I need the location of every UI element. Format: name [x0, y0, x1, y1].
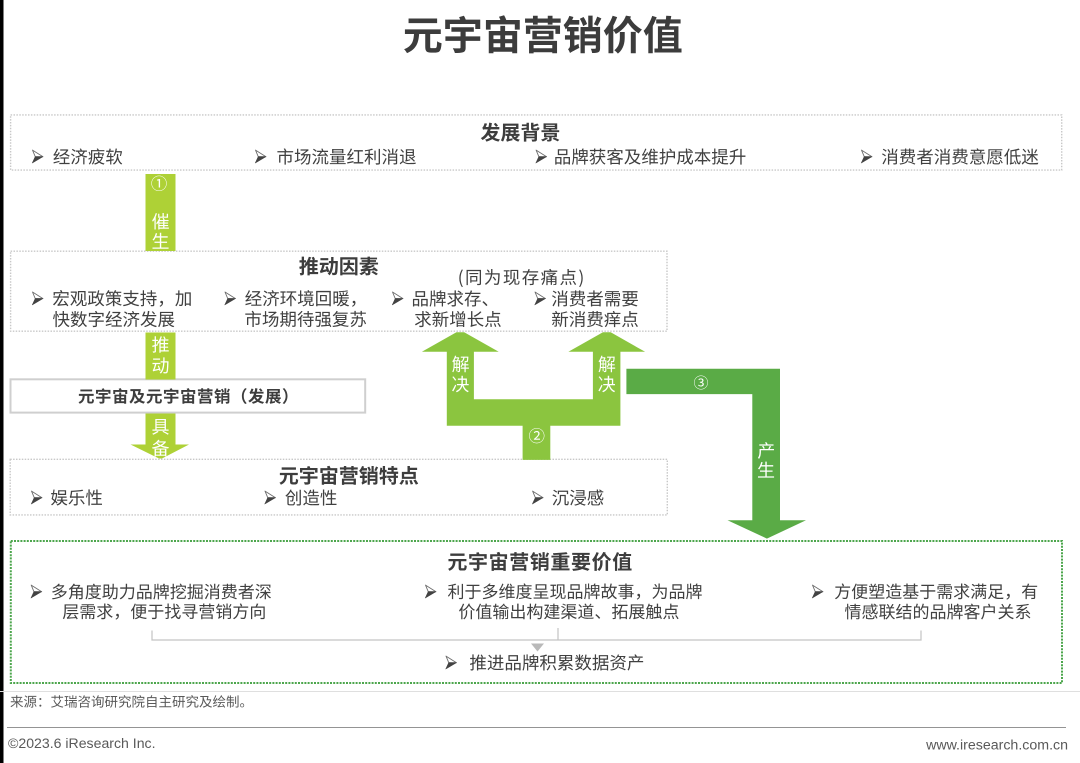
svg-text:©2023.6 iResearch Inc.: ©2023.6 iResearch Inc.	[8, 735, 156, 751]
svg-text:www.iresearch.com.cn: www.iresearch.com.cn	[925, 738, 1068, 754]
